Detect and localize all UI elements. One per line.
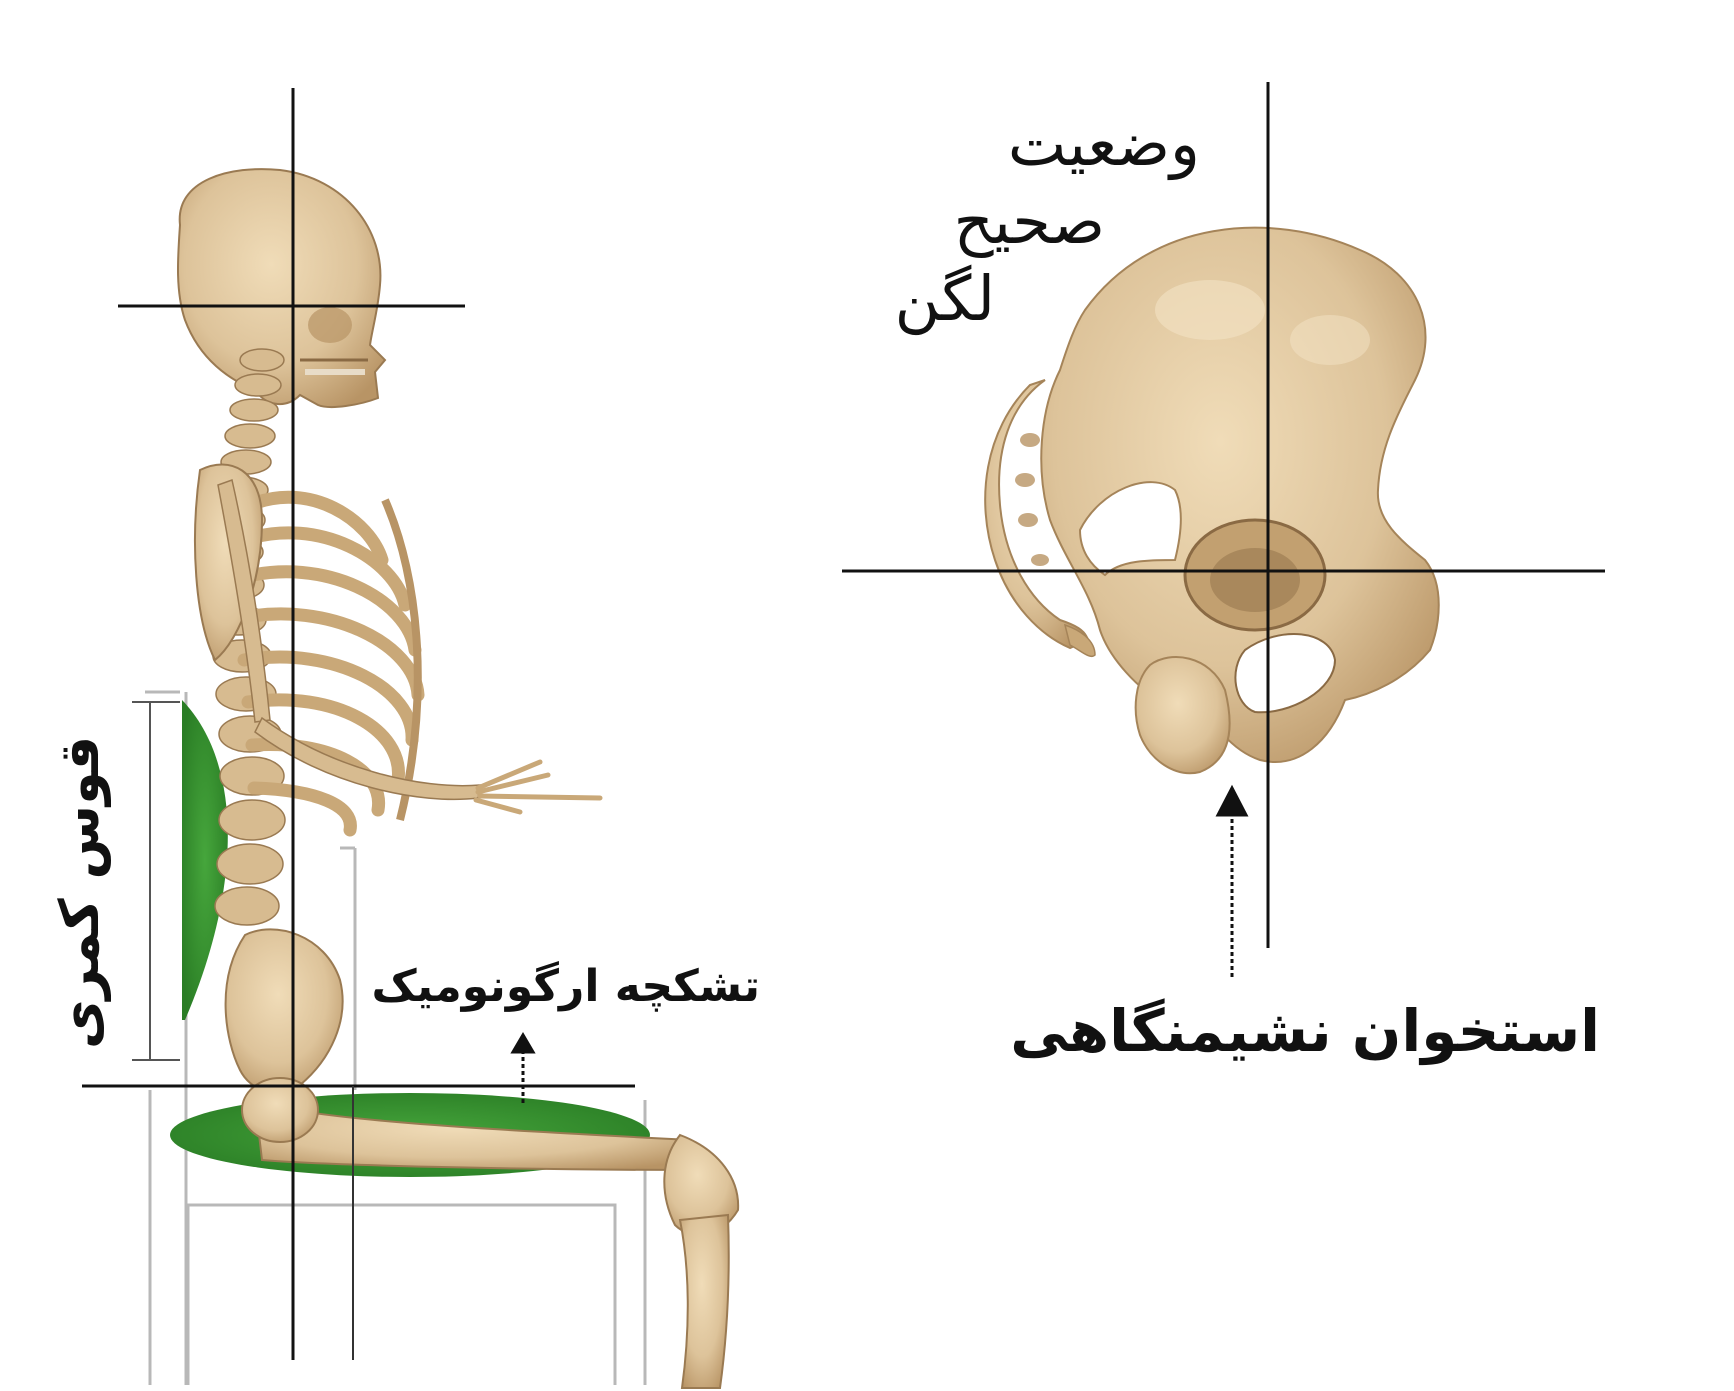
pelvis-closeup	[842, 82, 1605, 980]
pelvis-title-line-1: وضعیت	[1007, 107, 1200, 180]
seated-skeleton-figure	[82, 88, 740, 1389]
humerus	[217, 479, 271, 723]
ischium-label: استخوان نشیمنگاهی	[1010, 997, 1600, 1065]
reference-lines-right	[842, 82, 1605, 948]
hand	[473, 759, 603, 815]
lumbar-curve-label: قوس کمری	[48, 735, 111, 1049]
ischial-tuberosity	[1134, 656, 1231, 775]
pelvis-title-line-3: لگن	[894, 262, 995, 335]
lumbar-dimension-bracket	[132, 701, 180, 1061]
skull	[177, 168, 387, 408]
sacrum	[984, 379, 1090, 650]
pelvis-title-line-2: صحیح	[953, 184, 1105, 258]
lumbar-support-pad	[182, 700, 228, 1020]
reference-lines-left	[82, 88, 635, 1360]
coccyx-tail	[1063, 623, 1096, 657]
pelvis-bone-small	[224, 928, 344, 1094]
cushion-arrow	[510, 1032, 536, 1105]
ergonomic-cushion-label: تشکچه ارگونومیک	[371, 961, 760, 1012]
sacral-foramina	[1015, 433, 1049, 566]
pelvis-posture-title: وضعیت صحیح لگن	[870, 105, 1200, 338]
femoral-head	[241, 1077, 319, 1143]
obturator-foramen	[1234, 633, 1337, 714]
sternum	[381, 498, 422, 821]
ischium-arrow	[1215, 784, 1249, 980]
tibia	[678, 1213, 730, 1389]
